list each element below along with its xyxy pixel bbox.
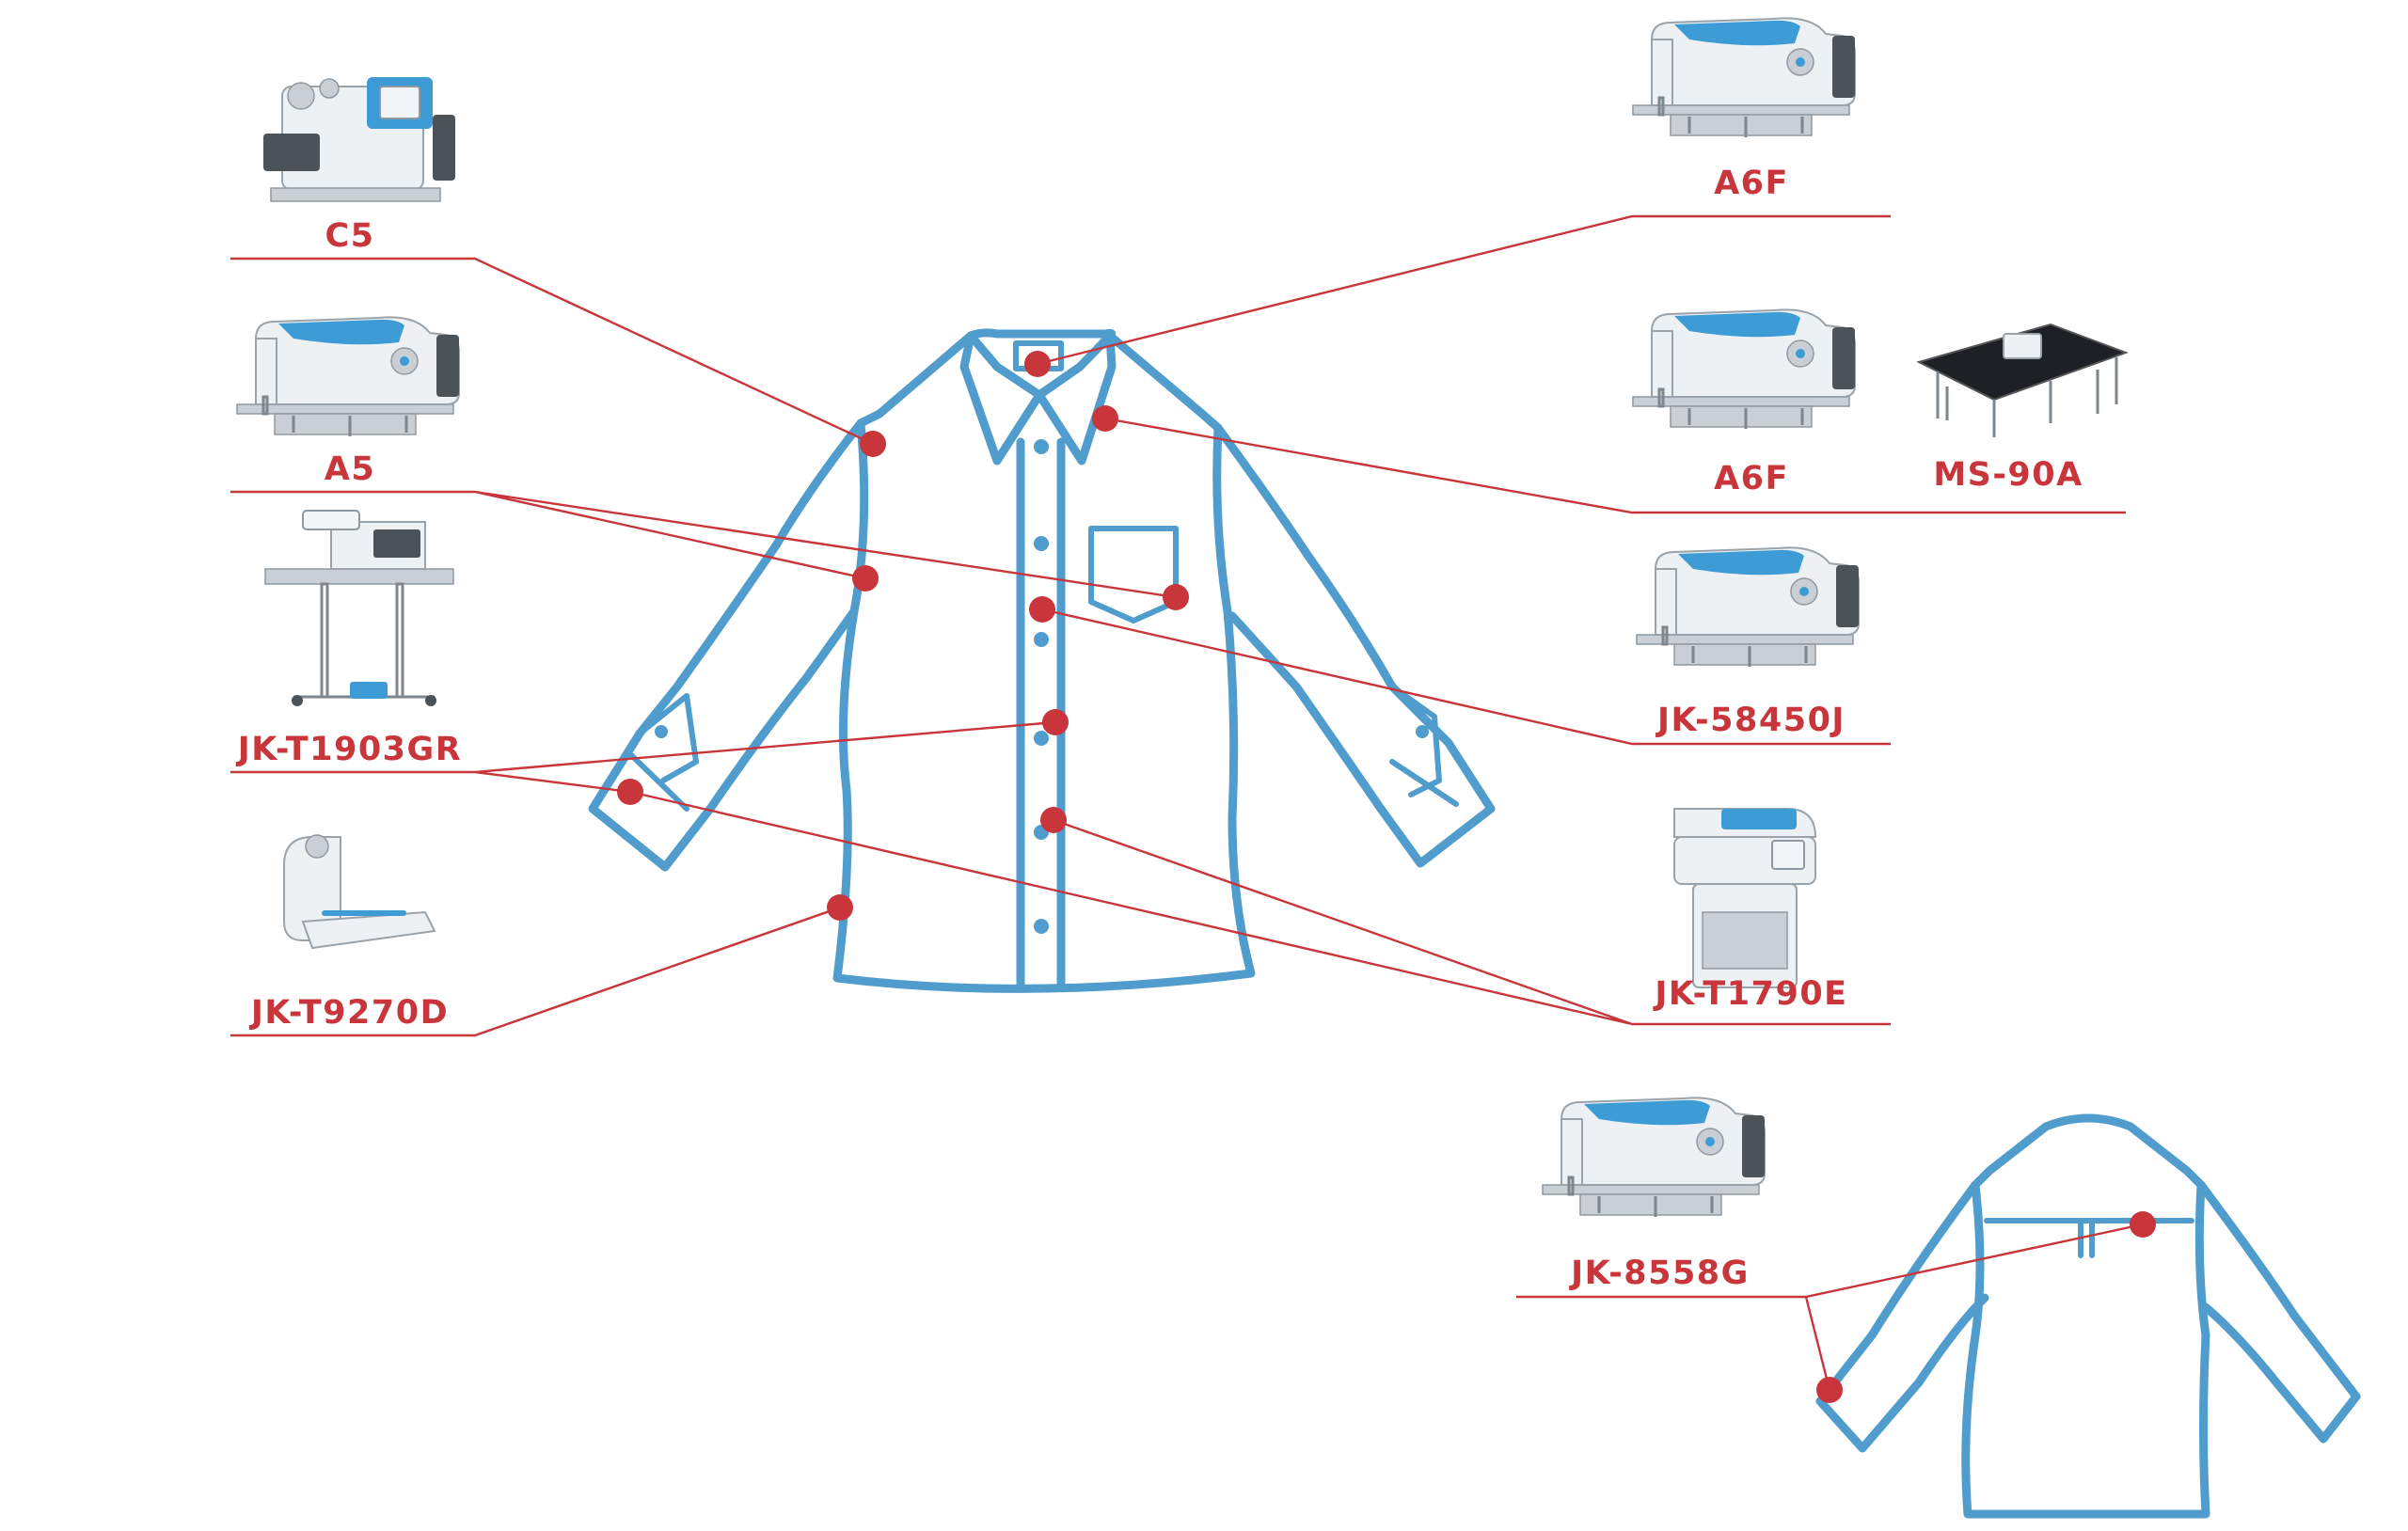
label-a6f-top: A6F [1714, 165, 1789, 202]
label-a6f-second: A6F [1714, 460, 1789, 497]
point-jk-t9270d [827, 894, 853, 921]
leader-jk-t1790e [629, 790, 1891, 1026]
front-shirt-collar [959, 328, 1117, 466]
stitch-points [617, 351, 2156, 1403]
back-shirt-collar [2041, 1113, 2135, 1131]
front-shirt-button [1034, 731, 1049, 746]
front-shirt-button [1034, 632, 1049, 647]
front-shirt-right-sleeve [1213, 423, 1496, 868]
leader-a6f-top [1037, 214, 1891, 366]
point-cuff [617, 779, 643, 805]
leader-jk-8558g [1516, 1223, 2144, 1391]
label-jk-58450j: JK-58450J [1656, 702, 1846, 739]
front-shirt-cuff-button [655, 725, 668, 738]
machine-jk-8558g-image [1541, 1096, 1766, 1219]
label-jk-t1903gr: JK-T1903GR [236, 731, 462, 768]
machine-a6f-top-image [1631, 16, 1857, 139]
leader-jk-58450j [1041, 608, 1891, 746]
point-c5 [860, 431, 886, 457]
leader-a6f-ms-90a [1104, 417, 2126, 514]
point-a5-side [852, 565, 879, 592]
point-a6f-ms-90a [1092, 405, 1118, 432]
machine-ms-90a-image [1917, 323, 2128, 439]
front-shirt [588, 328, 1496, 993]
front-shirt-button [1034, 439, 1049, 454]
machine-a5-image [235, 315, 461, 438]
front-shirt-right-cuff [1389, 684, 1459, 807]
leader-c5 [230, 257, 874, 446]
label-jk-8558g: JK-8558G [1569, 1255, 1750, 1292]
front-shirt-left-sleeve [588, 418, 865, 872]
back-shirt [1815, 1113, 2361, 1519]
point-a6f-collar [1024, 351, 1051, 377]
point-jk-t1790e [1040, 807, 1067, 833]
machine-c5-image [262, 76, 456, 202]
back-shirt-right-sleeve [2196, 1180, 2361, 1444]
point-jk-8558g-sleeve [1816, 1377, 1843, 1403]
leader-a5 [230, 490, 1177, 599]
label-c5: C5 [325, 217, 374, 255]
leader-jk-t1903gr [230, 720, 1056, 794]
machine-jk-t9270d-image [283, 834, 436, 949]
machine-jk-t1790e-image [1673, 808, 1816, 988]
point-jk-t1903gr-button [1042, 709, 1069, 735]
front-shirt-button [1034, 919, 1049, 934]
machine-a6f-second-image [1631, 308, 1857, 431]
label-jk-t1790e: JK-T1790E [1653, 975, 1847, 1013]
front-shirt-cuff-button [1416, 725, 1429, 738]
back-shirt-left-sleeve [1815, 1180, 1989, 1453]
front-shirt-button [1034, 536, 1049, 551]
label-jk-t9270d: JK-T9270D [249, 994, 449, 1032]
point-jk-8558g-yoke [2130, 1211, 2156, 1238]
point-a5-pocket [1163, 584, 1189, 610]
label-a5: A5 [325, 450, 375, 488]
machine-labels: C5 A5 JK-T1903GR JK-T9270D A6F A6F MS-90… [236, 165, 2083, 1292]
machine-jk-t1903gr-image [263, 509, 455, 708]
point-jk-58450j [1029, 596, 1055, 623]
front-shirt-left-cuff [626, 693, 699, 812]
leader-jk-t9270d [230, 906, 841, 1037]
machine-jk-58450j-image [1635, 545, 1861, 669]
leader-lines [230, 214, 2144, 1391]
label-ms-90a: MS-90A [1933, 456, 2083, 494]
front-shirt-collar-band [1013, 340, 1064, 371]
back-shirt-body [1961, 1122, 2210, 1519]
front-shirt-pocket [1088, 526, 1179, 623]
